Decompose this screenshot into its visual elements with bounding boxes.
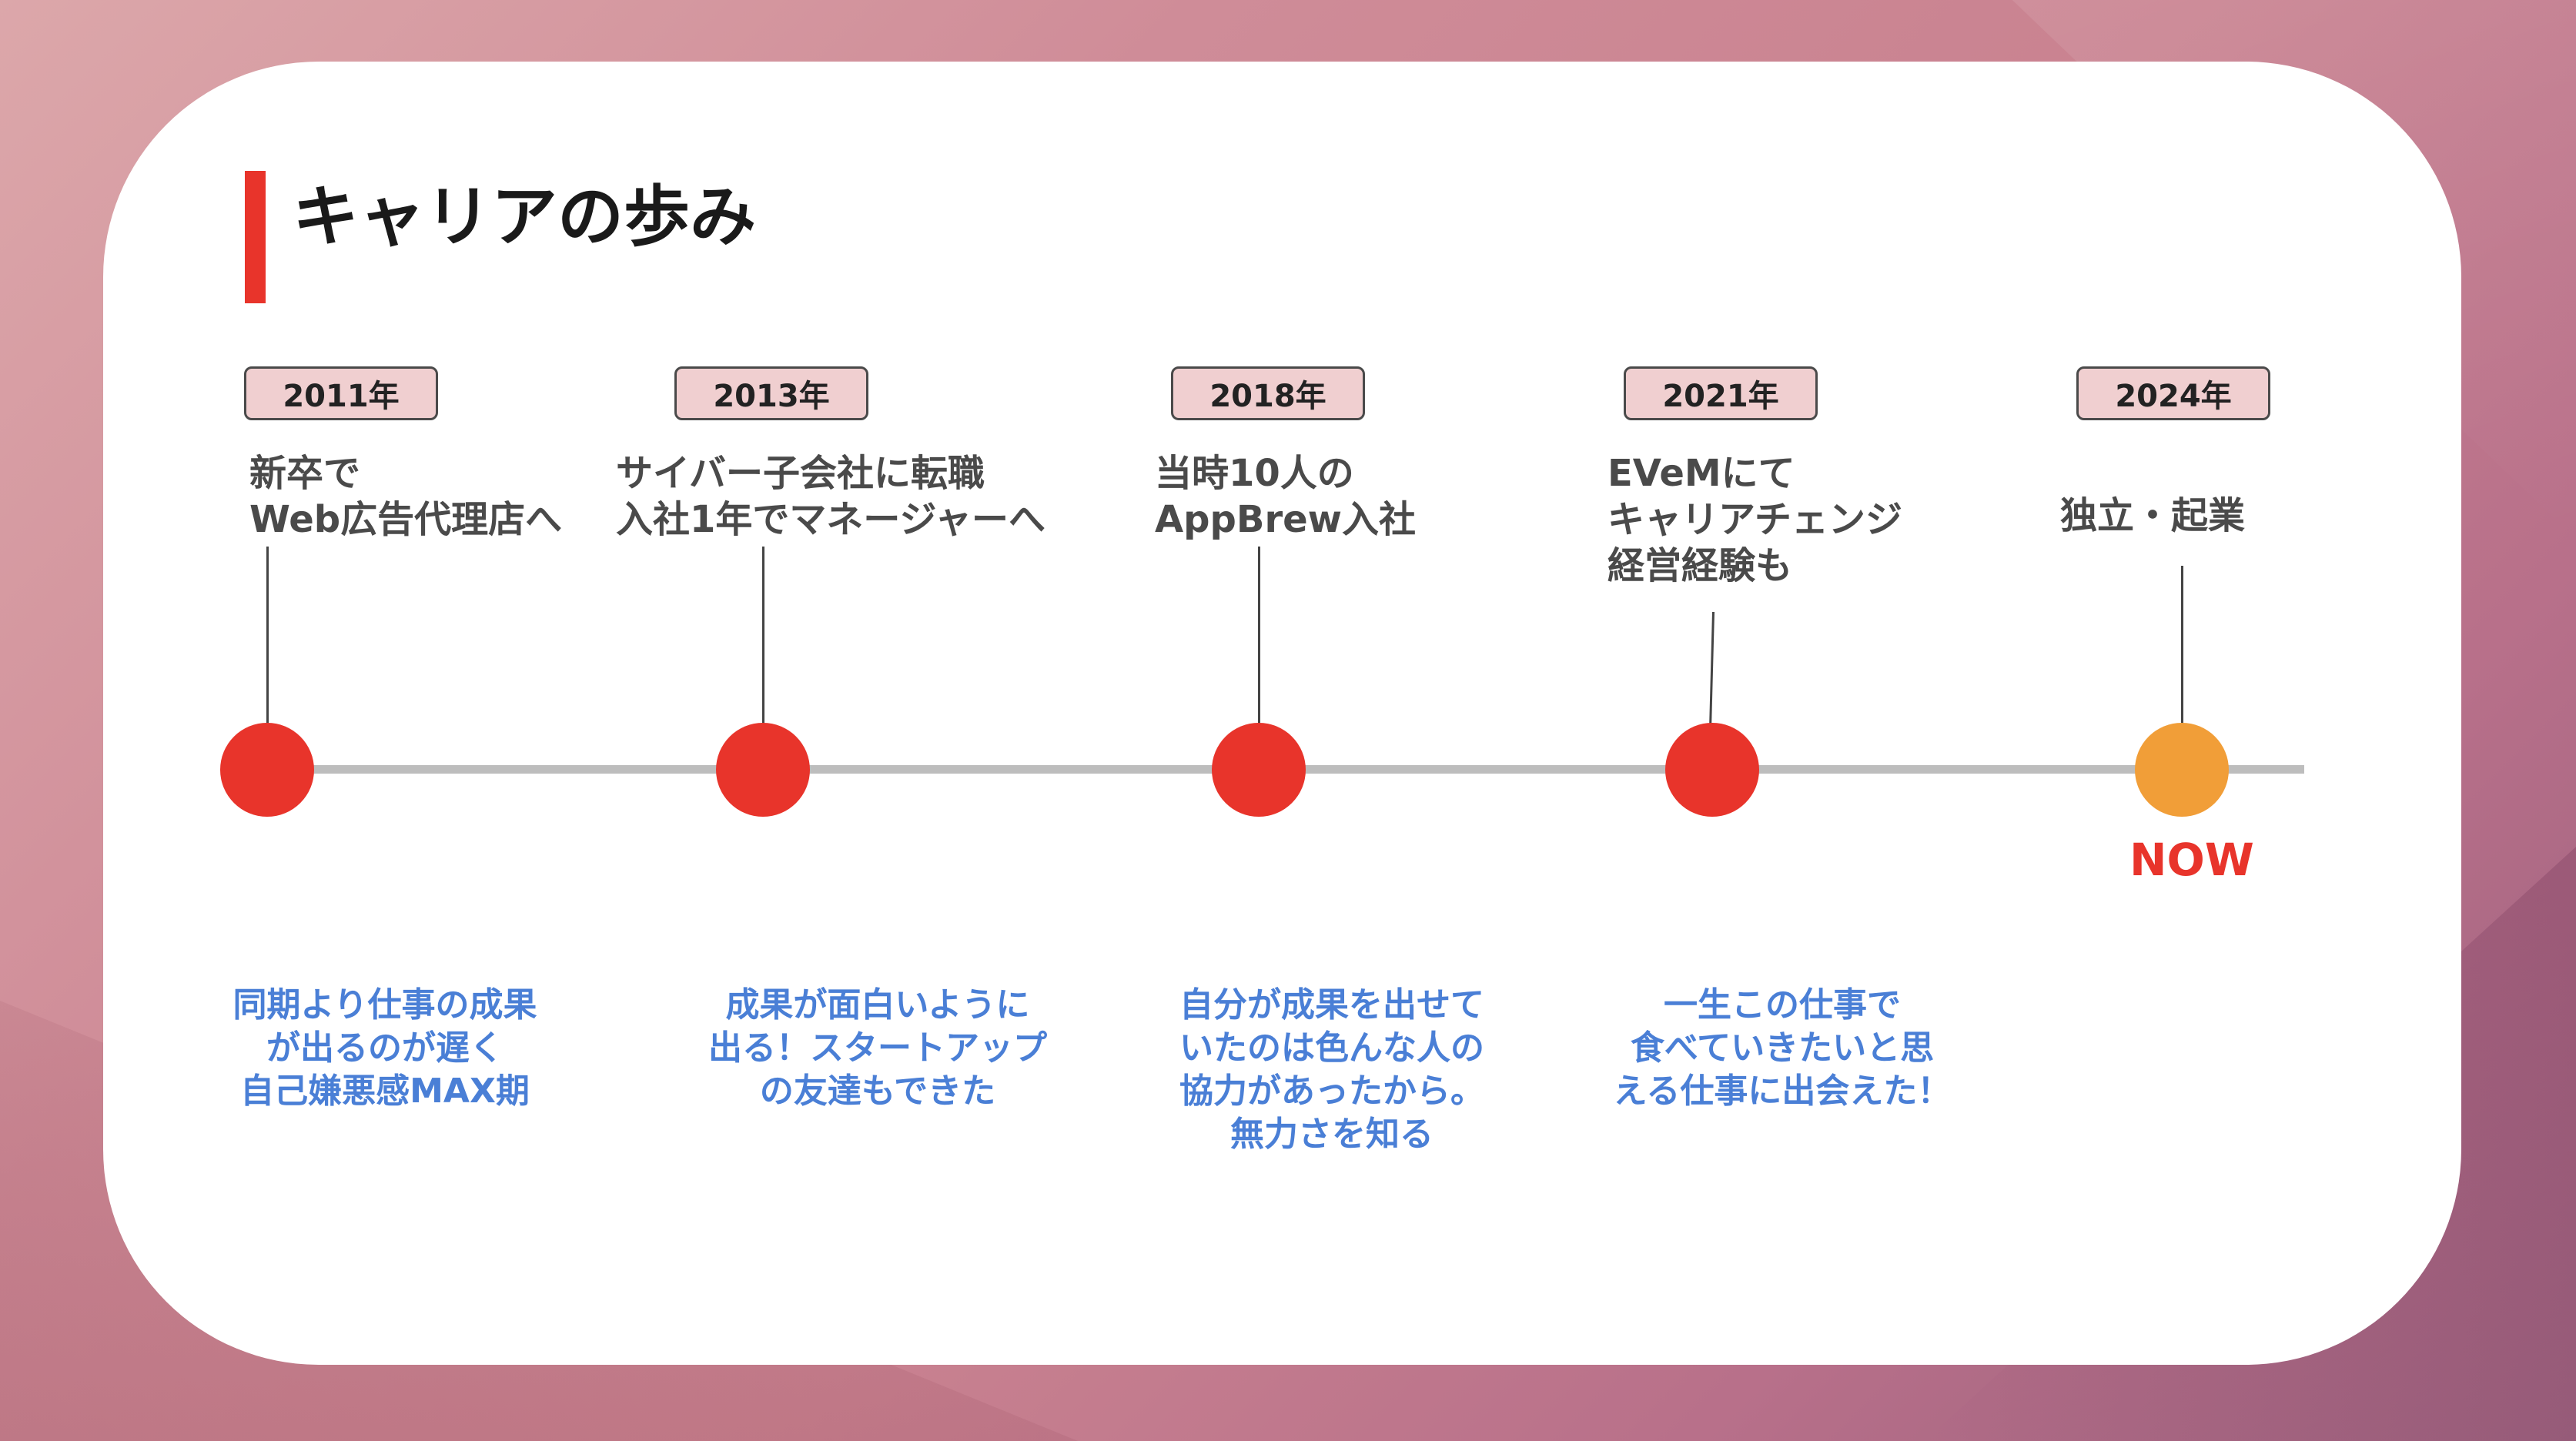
timeline-stem-2013 bbox=[762, 547, 764, 727]
event-text-2013: サイバー子会社に転職 入社1年でマネージャーへ bbox=[616, 452, 1046, 541]
title-accent-bar bbox=[245, 171, 266, 303]
year-badge-2024: 2024年 bbox=[2076, 366, 2270, 420]
timeline-stem-2018 bbox=[1258, 547, 1260, 727]
now-label: NOW bbox=[2129, 834, 2254, 886]
year-badge-2021: 2021年 bbox=[1624, 366, 1818, 420]
year-badge-2013: 2013年 bbox=[674, 366, 868, 420]
year-badge-2011: 2011年 bbox=[244, 366, 438, 420]
event-text-2018: 当時10人の AppBrew入社 bbox=[1155, 452, 1417, 541]
timeline-node-2018 bbox=[1212, 723, 1306, 817]
event-text-2011: 新卒で Web広告代理店へ bbox=[249, 452, 563, 541]
timeline-stem-2011 bbox=[266, 547, 269, 727]
timeline-node-2021 bbox=[1665, 723, 1759, 817]
timeline-node-2011 bbox=[220, 723, 314, 817]
reflection-text-2013: 成果が面白いように 出る！スタートアップ の友達もできた bbox=[708, 985, 1047, 1111]
timeline-node-2013 bbox=[716, 723, 810, 817]
slide-card bbox=[103, 62, 2461, 1365]
timeline-node-2024-now bbox=[2135, 723, 2229, 817]
event-text-2021: EVeMにて キャリアチェンジ 経営経験も bbox=[1607, 452, 1903, 587]
reflection-text-2018: 自分が成果を出せて いたのは色んな人の 協力があったから。 無力さを知る bbox=[1179, 985, 1484, 1154]
event-text-2024: 独立・起業 bbox=[2060, 494, 2246, 537]
year-badge-2018: 2018年 bbox=[1171, 366, 1365, 420]
reflection-text-2021: 一生この仕事で 食べていきたいと思 える仕事に出会えた！ bbox=[1613, 985, 1952, 1111]
page-title: キャリアの歩み bbox=[293, 179, 756, 256]
reflection-text-2011: 同期より仕事の成果 が出るのが遅く 自己嫌悪感MAX期 bbox=[233, 985, 537, 1111]
timeline-stem-2024 bbox=[2181, 566, 2183, 727]
